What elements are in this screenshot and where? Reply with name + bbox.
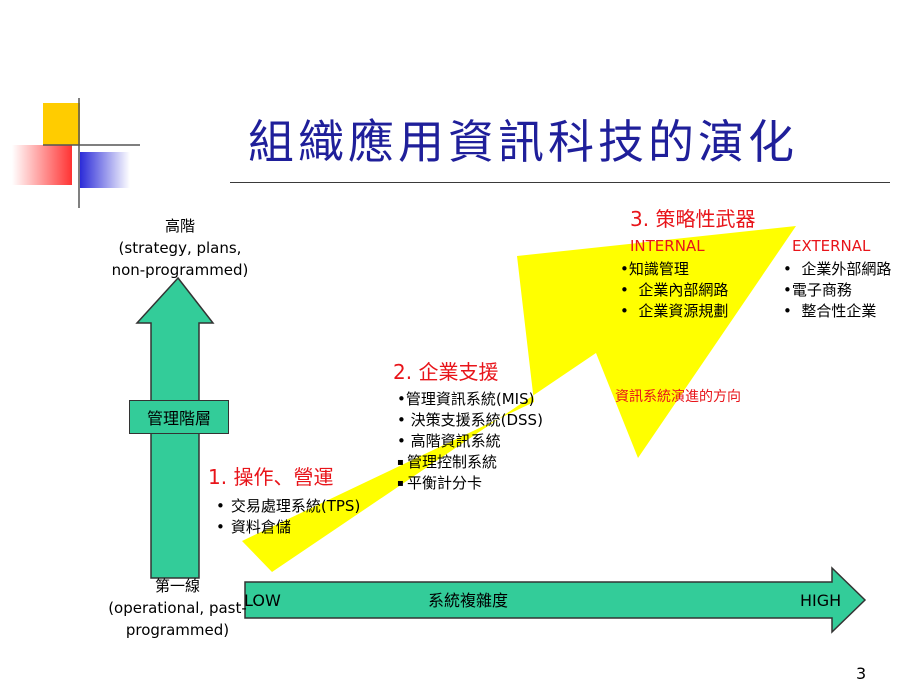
stage1-item: 資料倉儲 [216,517,360,538]
internal-label: INTERNAL [630,237,705,255]
stage3-external-list: • 企業外部網路 •電子商務 • 整合性企業 [783,259,891,322]
deco-red-square [12,145,72,185]
deco-yellow-square [43,103,80,145]
stage1-list: 交易處理系統(TPS) 資料倉儲 [216,496,360,538]
stage2-item: • 決策支援系統(DSS) [397,411,543,429]
stage2-item: ▪ 管理控制系統 [397,453,497,471]
stage3-internal-item: • 企業內部網路 [620,281,729,299]
direction-label: 資訊系統演進的方向 [615,389,741,405]
stage3-heading: 3. 策略性武器 [630,207,756,231]
stage3-internal-item: •知識管理 [620,260,689,278]
top-level-label: 高階 (strategy, plans, non-programmed) [111,217,249,279]
stage3-internal-list: •知識管理 • 企業內部網路 • 企業資源規劃 [620,259,728,322]
stage2-list: •管理資訊系統(MIS) • 決策支援系統(DSS) • 高階資訊系統 ▪ 管理… [397,389,543,494]
title-divider [230,182,890,183]
slide-title: 組織應用資訊科技的演化 [248,115,798,169]
axis-center-label: 系統複雜度 [428,591,509,610]
axis-low-label: LOW [244,591,281,610]
stage2-item: •管理資訊系統(MIS) [397,390,535,408]
management-level-box: 管理階層 [129,400,229,434]
stage3-internal-item: • 企業資源規劃 [620,302,729,320]
stage1-heading: 1. 操作、營運 [208,465,334,489]
external-label: EXTERNAL [792,237,871,255]
stage3-external-item: •電子商務 [783,281,852,299]
stage3-external-item: • 企業外部網路 [783,260,892,278]
stage3-external-item: • 整合性企業 [783,302,877,320]
stage2-item: ▪ 平衡計分卡 [397,474,482,492]
stage1-item: 交易處理系統(TPS) [216,496,360,517]
page-number: 3 [856,664,867,683]
axis-high-label: HIGH [800,591,842,610]
corner-decoration [12,98,140,208]
stage2-item: • 高階資訊系統 [397,432,501,450]
stage2-heading: 2. 企業支援 [393,360,499,384]
bottom-level-label: 第一線 (operational, past- programmed) [108,577,247,639]
deco-blue-square [80,152,130,188]
